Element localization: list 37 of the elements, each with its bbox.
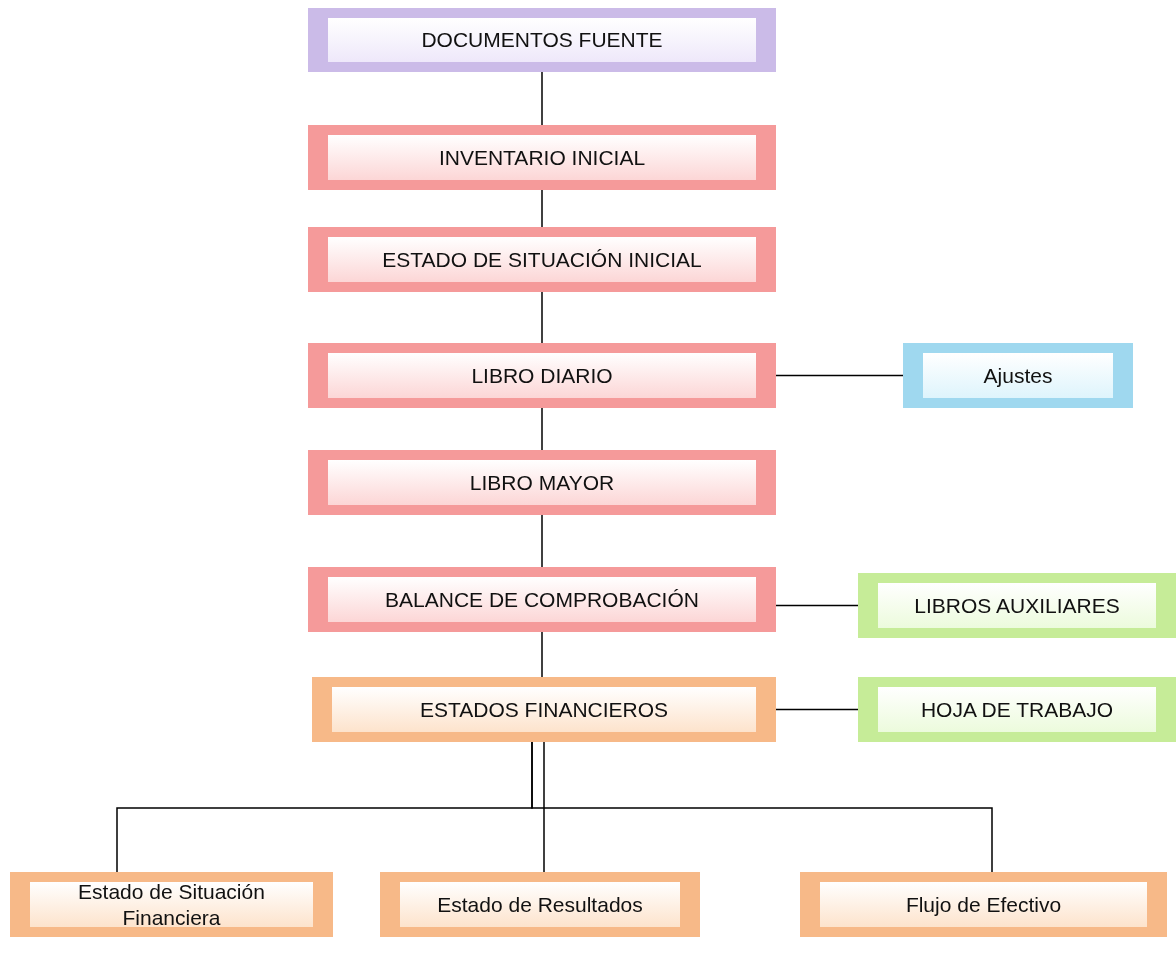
process-box: [308, 227, 776, 292]
box-label: LIBRO DIARIO: [471, 362, 613, 389]
box-label: HOJA DE TRABAJO: [920, 696, 1114, 723]
connector-line: [543, 741, 545, 873]
box-label: Ajustes: [983, 362, 1053, 389]
box-label: Estado de Situación Financiera: [77, 879, 266, 930]
process-box: [308, 8, 776, 72]
box-label: LIBRO MAYOR: [469, 469, 615, 496]
box-label: ESTADOS FINANCIEROS: [419, 696, 669, 723]
process-box: [308, 450, 776, 515]
box-label: DOCUMENTOS FUENTE: [421, 27, 663, 53]
process-box: [800, 872, 1167, 937]
connector-line: [775, 708, 859, 711]
connector-line: [775, 604, 859, 607]
connector-line: [541, 71, 543, 126]
process-box: [308, 567, 776, 632]
connector-line: [541, 291, 543, 344]
process-box: [858, 677, 1176, 742]
connector-line: [541, 407, 543, 451]
box-label: LIBROS AUXILIARES: [914, 592, 1120, 619]
connector-line: [541, 189, 543, 228]
process-box: [312, 677, 776, 742]
process-box: [903, 343, 1133, 408]
process-box: [10, 872, 333, 937]
box-label: Flujo de Efectivo: [905, 891, 1062, 918]
box-label: BALANCE DE COMPROBACIÓN: [385, 586, 699, 613]
connector-line: [541, 631, 543, 678]
process-box: [380, 872, 700, 937]
box-label: INVENTARIO INICIAL: [438, 144, 646, 171]
process-box: [858, 573, 1176, 638]
connector-line: [775, 374, 904, 377]
process-box: [308, 343, 776, 408]
box-label: Estado de Resultados: [437, 891, 643, 918]
box-label: ESTADO DE SITUACIÓN INICIAL: [382, 246, 702, 273]
connector-line: [531, 741, 993, 873]
connector-line: [541, 514, 543, 568]
process-box: [308, 125, 776, 190]
